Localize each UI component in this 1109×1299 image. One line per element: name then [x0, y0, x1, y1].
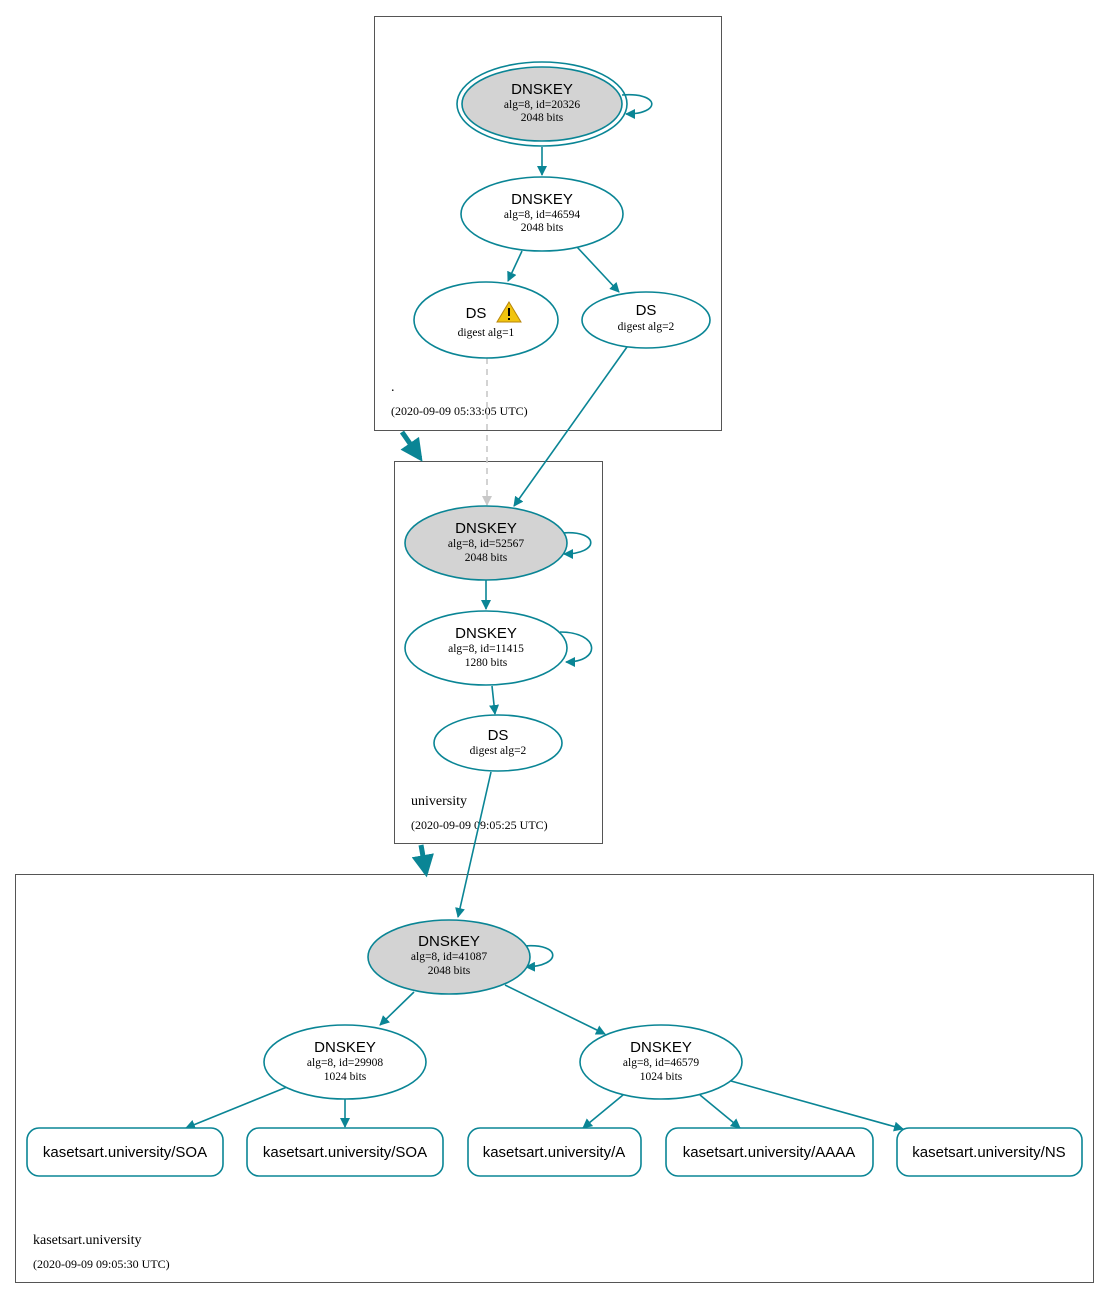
edge-root-ds2-uni-ksk	[513, 346, 628, 507]
zone-root-timestamp: (2020-09-09 05:33:05 UTC)	[391, 404, 528, 418]
node-root-zsk-line1: alg=8, id=46594	[504, 209, 580, 221]
delegation-root-to-university	[399, 430, 423, 462]
zone-university-border	[394, 461, 603, 844]
node-kas-zsk1: DNSKEY alg=8, id=29908 1024 bits	[263, 1024, 427, 1100]
node-root-ksk-line1: alg=8, id=20326	[504, 99, 580, 111]
zone-university-name: university	[411, 794, 467, 809]
node-kas-zsk2-line2: 1024 bits	[640, 1071, 683, 1083]
edge-kas-zsk2-rr4	[699, 1094, 741, 1129]
rrset-soa-2-label: kasetsart.university/SOA	[263, 1144, 427, 1161]
edge-kas-zsk2-rr3	[582, 1094, 624, 1129]
node-root-zsk-line2: 2048 bits	[521, 222, 564, 234]
rrset-ns-label: kasetsart.university/NS	[912, 1144, 1065, 1161]
node-uni-zsk-title: DNSKEY	[455, 625, 517, 642]
node-kas-zsk2: DNSKEY alg=8, id=46579 1024 bits	[579, 1024, 743, 1100]
node-uni-ksk: DNSKEY alg=8, id=52567 2048 bits	[404, 505, 568, 581]
node-kas-zsk2-line1: alg=8, id=46579	[623, 1057, 699, 1069]
node-kas-zsk1-line1: alg=8, id=29908	[307, 1057, 383, 1069]
edges	[185, 94, 904, 1132]
node-uni-ds: DS digest alg=2	[433, 714, 563, 772]
rrset-soa-1: kasetsart.university/SOA	[26, 1127, 224, 1177]
node-kas-ksk: DNSKEY alg=8, id=41087 2048 bits	[367, 919, 531, 995]
zone-kasetsart-timestamp: (2020-09-09 09:05:30 UTC)	[33, 1257, 170, 1271]
rrset-aaaa-label: kasetsart.university/AAAA	[683, 1144, 856, 1161]
edge-uni-ksk-self	[561, 532, 592, 559]
node-uni-zsk-line1: alg=8, id=11415	[448, 643, 524, 655]
edge-kas-ksk-self	[523, 945, 554, 972]
edge-kas-zsk2-rr5	[730, 1080, 904, 1132]
zone-kasetsart-border	[15, 874, 1094, 1283]
node-kas-zsk1-line2: 1024 bits	[324, 1071, 367, 1083]
node-root-ksk-title: DNSKEY	[511, 81, 573, 98]
edge-kas-ksk-zsk2	[504, 984, 606, 1035]
node-root-zsk: DNSKEY alg=8, id=46594 2048 bits	[460, 176, 624, 252]
edge-root-ksk-self	[621, 94, 653, 119]
node-root-ds2-title: DS	[636, 302, 657, 319]
delegation-university-to-kasetsart	[411, 844, 434, 878]
node-uni-ds-title: DS	[488, 727, 509, 744]
node-root-ksk: DNSKEY alg=8, id=20326 2048 bits	[456, 61, 628, 147]
node-root-ds1-line1: digest alg=1	[458, 327, 515, 339]
edge-kas-zsk1-rr1	[185, 1086, 288, 1130]
rrset-aaaa: kasetsart.university/AAAA	[665, 1127, 874, 1177]
warning-triangle-icon	[496, 301, 522, 323]
node-root-zsk-title: DNSKEY	[511, 191, 573, 208]
edge-uni-zsk-ds	[489, 685, 500, 715]
rrset-soa-2: kasetsart.university/SOA	[246, 1127, 444, 1177]
node-root-ds2: DS digest alg=2	[581, 291, 711, 349]
node-uni-ds-line1: digest alg=2	[470, 745, 527, 757]
edge-kas-ksk-zsk1	[379, 991, 415, 1026]
node-kas-zsk1-title: DNSKEY	[314, 1039, 376, 1056]
node-kas-ksk-line1: alg=8, id=41087	[411, 951, 487, 963]
node-root-ds2-line1: digest alg=2	[618, 321, 675, 333]
node-root-ds1-title: DS	[466, 305, 487, 322]
rrset-ns: kasetsart.university/NS	[896, 1127, 1083, 1177]
node-root-ds1: DS digest alg=1	[413, 281, 559, 359]
zone-root: . (2020-09-09 05:33:05 UTC)	[374, 16, 722, 431]
node-kas-ksk-title: DNSKEY	[418, 933, 480, 950]
node-kas-ksk-line2: 2048 bits	[428, 965, 471, 977]
zone-root-border	[374, 16, 722, 431]
edge-root-zsk-ds1	[507, 250, 523, 282]
node-uni-ksk-title: DNSKEY	[455, 520, 517, 537]
rrset-a: kasetsart.university/A	[467, 1127, 642, 1177]
zone-kasetsart-name: kasetsart.university	[33, 1233, 141, 1248]
node-uni-zsk-line2: 1280 bits	[465, 657, 508, 669]
edge-root-zsk-ds2	[576, 246, 620, 293]
node-uni-zsk: DNSKEY alg=8, id=11415 1280 bits	[404, 610, 568, 686]
rrset-soa-1-label: kasetsart.university/SOA	[43, 1144, 207, 1161]
node-kas-zsk2-title: DNSKEY	[630, 1039, 692, 1056]
zone-root-name: .	[391, 380, 395, 395]
edge-uni-ds-kas-ksk	[455, 771, 492, 918]
zone-kasetsart: kasetsart.university (2020-09-09 09:05:3…	[15, 874, 1094, 1283]
node-root-ksk-line2: 2048 bits	[521, 112, 564, 124]
rrset-a-label: kasetsart.university/A	[483, 1144, 626, 1161]
edge-uni-zsk-self	[559, 631, 593, 667]
node-uni-ksk-line1: alg=8, id=52567	[448, 538, 524, 550]
node-uni-ksk-line2: 2048 bits	[465, 552, 508, 564]
